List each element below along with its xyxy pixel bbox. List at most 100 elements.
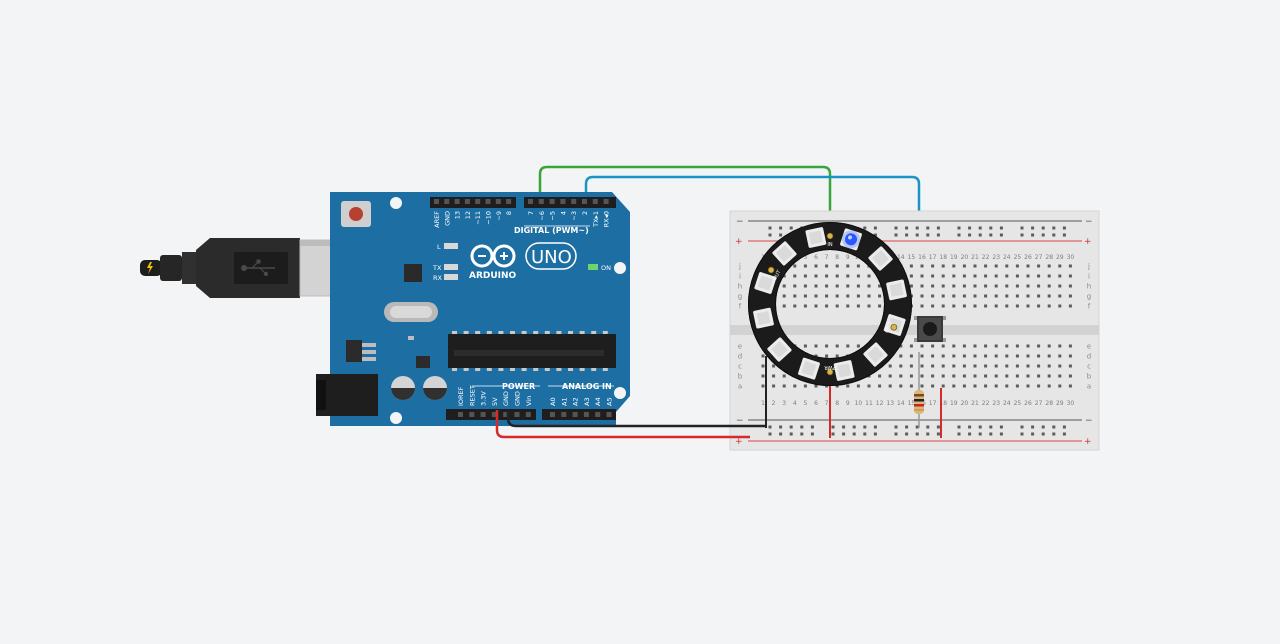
breadboard-hole[interactable] — [878, 374, 882, 378]
breadboard-hole[interactable] — [941, 364, 945, 368]
rail-hole[interactable] — [978, 425, 982, 429]
rail-hole[interactable] — [852, 432, 856, 436]
header-pin[interactable] — [469, 412, 475, 417]
header-pin[interactable] — [464, 199, 470, 204]
breadboard-hole[interactable] — [793, 284, 797, 288]
breadboard-hole[interactable] — [1005, 354, 1009, 358]
rail-hole[interactable] — [1020, 226, 1024, 230]
breadboard-hole[interactable] — [931, 304, 935, 308]
header-pin[interactable] — [538, 199, 544, 204]
rail-hole[interactable] — [968, 226, 972, 230]
breadboard-hole[interactable] — [1015, 274, 1019, 278]
breadboard-hole[interactable] — [984, 384, 988, 388]
breadboard-hole[interactable] — [846, 384, 850, 388]
breadboard-hole[interactable] — [1068, 344, 1072, 348]
rail-hole[interactable] — [915, 425, 919, 429]
rail-hole[interactable] — [1020, 233, 1024, 237]
breadboard-hole[interactable] — [1037, 364, 1041, 368]
breadboard-hole[interactable] — [1015, 264, 1019, 268]
breadboard-hole[interactable] — [941, 374, 945, 378]
breadboard-hole[interactable] — [761, 374, 765, 378]
neopixel-led[interactable] — [868, 246, 893, 271]
breadboard-hole[interactable] — [793, 264, 797, 268]
rail-hole[interactable] — [789, 226, 793, 230]
rail-hole[interactable] — [1031, 226, 1035, 230]
breadboard-hole[interactable] — [994, 304, 998, 308]
breadboard-hole[interactable] — [814, 274, 818, 278]
rail-hole[interactable] — [1052, 226, 1056, 230]
rail-hole[interactable] — [831, 432, 835, 436]
rail-hole[interactable] — [978, 233, 982, 237]
breadboard-hole[interactable] — [878, 284, 882, 288]
breadboard-hole[interactable] — [962, 384, 966, 388]
breadboard-hole[interactable] — [994, 344, 998, 348]
breadboard-hole[interactable] — [1068, 284, 1072, 288]
breadboard-hole[interactable] — [803, 284, 807, 288]
rail-hole[interactable] — [999, 432, 1003, 436]
breadboard-hole[interactable] — [973, 294, 977, 298]
breadboard-hole[interactable] — [846, 264, 850, 268]
breadboard-hole[interactable] — [941, 384, 945, 388]
neopixel-led[interactable] — [767, 337, 792, 362]
breadboard-hole[interactable] — [846, 344, 850, 348]
rail-hole[interactable] — [1031, 432, 1035, 436]
breadboard-hole[interactable] — [803, 294, 807, 298]
neopixel-led[interactable] — [753, 307, 774, 329]
breadboard-hole[interactable] — [782, 384, 786, 388]
breadboard-hole[interactable] — [793, 384, 797, 388]
rail-hole[interactable] — [842, 432, 846, 436]
breadboard-hole[interactable] — [825, 294, 829, 298]
breadboard-hole[interactable] — [867, 294, 871, 298]
breadboard-hole[interactable] — [952, 374, 956, 378]
rail-hole[interactable] — [957, 432, 961, 436]
breadboard-hole[interactable] — [1026, 374, 1030, 378]
breadboard-hole[interactable] — [814, 304, 818, 308]
breadboard-hole[interactable] — [1047, 284, 1051, 288]
breadboard-hole[interactable] — [931, 364, 935, 368]
breadboard-hole[interactable] — [1026, 264, 1030, 268]
breadboard-hole[interactable] — [1037, 304, 1041, 308]
neopixel-led[interactable] — [840, 228, 863, 251]
breadboard-hole[interactable] — [899, 364, 903, 368]
resistor[interactable] — [914, 352, 924, 428]
neopixel-led[interactable] — [886, 279, 907, 301]
breadboard-hole[interactable] — [920, 264, 924, 268]
breadboard-hole[interactable] — [1047, 354, 1051, 358]
breadboard-hole[interactable] — [867, 274, 871, 278]
rail-hole[interactable] — [789, 425, 793, 429]
rail-hole[interactable] — [768, 432, 772, 436]
neopixel-led[interactable] — [863, 342, 888, 367]
breadboard-hole[interactable] — [994, 274, 998, 278]
breadboard-hole[interactable] — [856, 384, 860, 388]
breadboard-hole[interactable] — [803, 384, 807, 388]
breadboard-hole[interactable] — [888, 384, 892, 388]
breadboard-hole[interactable] — [1047, 344, 1051, 348]
breadboard-hole[interactable] — [920, 364, 924, 368]
breadboard-hole[interactable] — [1058, 354, 1062, 358]
rail-hole[interactable] — [1052, 425, 1056, 429]
breadboard-hole[interactable] — [1068, 294, 1072, 298]
rail-hole[interactable] — [989, 233, 993, 237]
pushbutton[interactable] — [914, 316, 946, 342]
rail-hole[interactable] — [779, 233, 783, 237]
breadboard-hole[interactable] — [994, 364, 998, 368]
breadboard-hole[interactable] — [803, 264, 807, 268]
breadboard-hole[interactable] — [1026, 294, 1030, 298]
breadboard-hole[interactable] — [1015, 284, 1019, 288]
rail-hole[interactable] — [989, 432, 993, 436]
breadboard-hole[interactable] — [1068, 274, 1072, 278]
breadboard-hole[interactable] — [962, 354, 966, 358]
rail-hole[interactable] — [999, 425, 1003, 429]
breadboard-hole[interactable] — [984, 354, 988, 358]
breadboard-hole[interactable] — [994, 294, 998, 298]
breadboard-hole[interactable] — [1037, 274, 1041, 278]
breadboard-hole[interactable] — [962, 274, 966, 278]
breadboard-hole[interactable] — [941, 274, 945, 278]
breadboard-hole[interactable] — [825, 274, 829, 278]
rail-hole[interactable] — [936, 425, 940, 429]
breadboard-hole[interactable] — [931, 374, 935, 378]
rail-hole[interactable] — [1020, 432, 1024, 436]
breadboard-hole[interactable] — [909, 384, 913, 388]
rail-hole[interactable] — [789, 432, 793, 436]
